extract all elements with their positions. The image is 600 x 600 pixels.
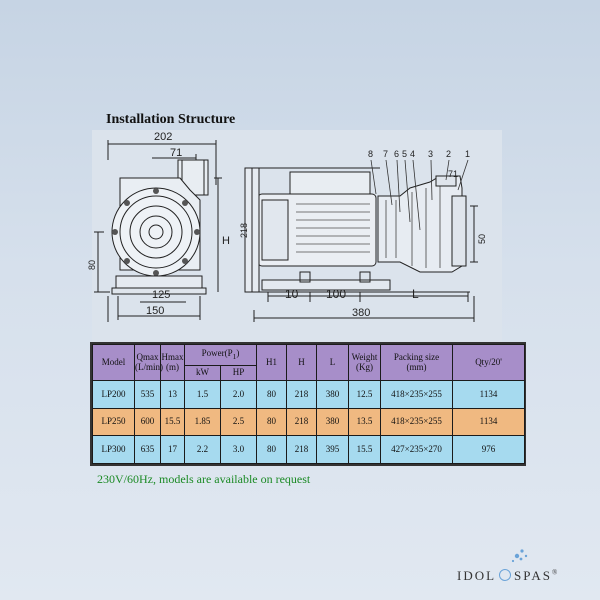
- cell-hp: 2.5: [220, 407, 257, 437]
- drop-icon: [499, 569, 512, 581]
- part-number-4: 4: [410, 149, 416, 159]
- cell-hmax: 13: [160, 380, 185, 409]
- cell-model: LP300: [92, 435, 135, 464]
- part-number-5: 5: [402, 149, 408, 159]
- cell-kw: 2.2: [184, 435, 221, 464]
- part-number-3: 3: [428, 149, 434, 159]
- cell-l: 380: [316, 407, 349, 437]
- header-packing: Packing size(mm): [380, 344, 453, 381]
- part-number-2: 2: [446, 149, 452, 159]
- cell-kw: 1.85: [184, 407, 221, 437]
- dim-150: 150: [146, 305, 165, 317]
- header-kw: kW: [184, 365, 221, 381]
- cell-h: 218: [286, 380, 317, 409]
- cell-model: LP250: [92, 407, 135, 437]
- diagram-title: Installation Structure: [106, 112, 236, 127]
- cell-qty: 1134: [452, 407, 525, 437]
- cell-weight: 15.5: [348, 435, 381, 464]
- cell-hp: 2.0: [220, 380, 257, 409]
- table-row: LP300 635 17 2.2 3.0 80 218 395 15.5 427…: [92, 435, 525, 464]
- part-number-7: 7: [383, 149, 389, 159]
- cell-weight: 13.5: [348, 407, 381, 437]
- cell-qmax: 535: [134, 380, 161, 409]
- dim-125: 125: [152, 289, 171, 301]
- cell-h1: 80: [256, 407, 287, 437]
- cell-qty: 1134: [452, 380, 525, 409]
- front-view-drawing: [94, 140, 222, 322]
- header-h: H: [286, 344, 317, 381]
- dim-h-front: H: [222, 235, 230, 247]
- cell-h1: 80: [256, 380, 287, 409]
- cell-h: 218: [286, 435, 317, 464]
- dim-100: 100: [326, 287, 347, 301]
- cell-h1: 80: [256, 435, 287, 464]
- part-number-6: 6: [394, 149, 400, 159]
- spec-table: Model Qmax(L/min) Hmax(m) Power(P1) H1 H…: [92, 344, 525, 464]
- dim-10: 10: [285, 287, 299, 301]
- cell-h: 218: [286, 407, 317, 437]
- cell-model: LP200: [92, 380, 135, 409]
- cell-l: 395: [316, 435, 349, 464]
- cell-qmax: 635: [134, 435, 161, 464]
- header-h1: H1: [256, 344, 287, 381]
- header-hmax: Hmax(m): [160, 344, 185, 381]
- dim-l: L: [412, 287, 419, 301]
- dim-71-front: 71: [170, 147, 183, 159]
- cell-qty: 976: [452, 435, 525, 464]
- dim-202: 202: [154, 131, 173, 143]
- dim-71-side: 71: [448, 169, 459, 179]
- header-qty: Qty/20': [452, 344, 525, 381]
- cell-hp: 3.0: [220, 435, 257, 464]
- voltage-note: 230V/60Hz, models are available on reque…: [97, 472, 311, 486]
- table-row: LP250 600 15.5 1.85 2.5 80 218 380 13.5 …: [92, 407, 525, 437]
- header-weight: Weight(Kg): [348, 344, 381, 381]
- header-hp: HP: [220, 365, 257, 381]
- cell-kw: 1.5: [184, 380, 221, 409]
- cell-packing: 427×235×270: [380, 435, 453, 464]
- header-qmax: Qmax(L/min): [134, 344, 163, 381]
- side-view-drawing: [244, 159, 478, 322]
- header-l: L: [316, 344, 349, 381]
- table-row: LP200 535 13 1.5 2.0 80 218 380 12.5 418…: [92, 380, 525, 409]
- part-number-8: 8: [368, 149, 374, 159]
- dim-380: 380: [352, 307, 371, 319]
- cell-packing: 418×235×255: [380, 407, 453, 437]
- header-power: Power(P1): [184, 344, 257, 366]
- cell-hmax: 17: [160, 435, 185, 464]
- part-number-1: 1: [465, 149, 471, 159]
